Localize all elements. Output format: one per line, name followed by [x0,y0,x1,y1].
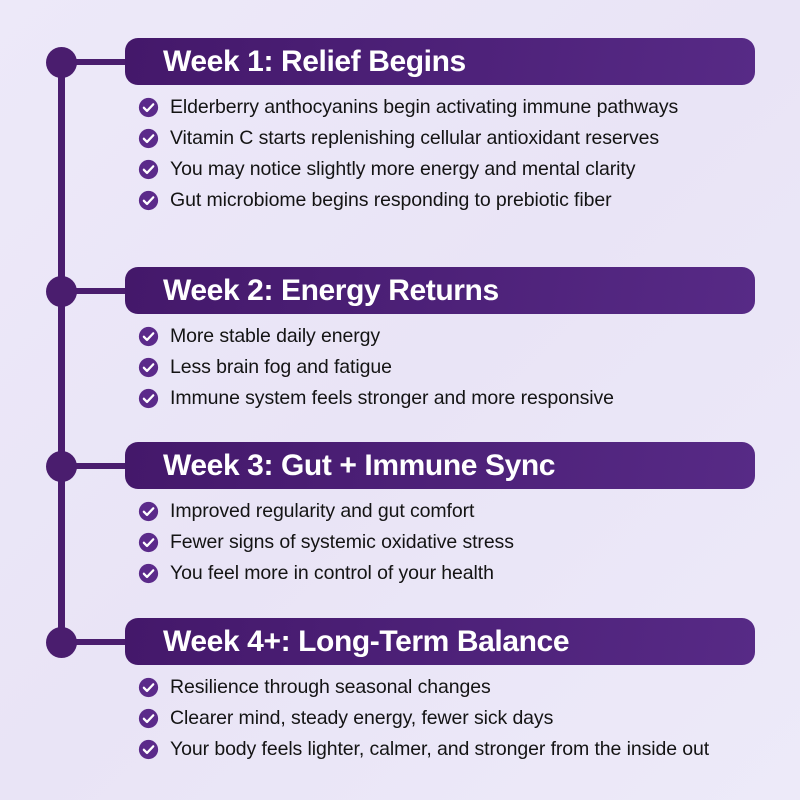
benefit-list-week-2: More stable daily energy Less brain fog … [138,323,800,416]
list-item-label: Gut microbiome begins responding to preb… [170,189,612,211]
section-title-week-1: Week 1: Relief Begins [163,44,466,78]
check-circle-icon [138,357,159,378]
list-item: You may notice slightly more energy and … [138,156,800,182]
list-item-label: Elderberry anthocyanins begin activating… [170,96,679,118]
timeline-connector [72,639,130,645]
list-item: Immune system feels stronger and more re… [138,385,800,411]
list-item-label: More stable daily energy [170,325,381,347]
section-header-bar-week-3: Week 3: Gut + Immune Sync [125,442,755,489]
list-item-label: Your body feels lighter, calmer, and str… [170,738,710,760]
check-circle-icon [138,563,159,584]
list-item: More stable daily energy [138,323,800,349]
section-title-week-4: Week 4+: Long-Term Balance [163,624,570,658]
list-item-label: Vitamin C starts replenishing cellular a… [170,127,660,149]
timeline-node-icon [46,276,77,307]
list-item: Improved regularity and gut comfort [138,498,800,524]
timeline-node-icon [46,47,77,78]
section-header-bar-week-4: Week 4+: Long-Term Balance [125,618,755,665]
list-item: You feel more in control of your health [138,560,800,586]
check-circle-icon [138,501,159,522]
timeline-connector [72,59,130,65]
list-item: Resilience through seasonal changes [138,674,800,700]
check-circle-icon [138,128,159,149]
check-circle-icon [138,190,159,211]
timeline-connector [72,288,130,294]
timeline-node-icon [46,627,77,658]
check-circle-icon [138,97,159,118]
check-circle-icon [138,159,159,180]
list-item: Fewer signs of systemic oxidative stress [138,529,800,555]
list-item: Gut microbiome begins responding to preb… [138,187,800,213]
check-circle-icon [138,532,159,553]
list-item-label: Immune system feels stronger and more re… [170,387,614,409]
list-item-label: You may notice slightly more energy and … [170,158,636,180]
timeline-node-icon [46,451,77,482]
list-item: Vitamin C starts replenishing cellular a… [138,125,800,151]
list-item-label: Less brain fog and fatigue [170,356,392,378]
check-circle-icon [138,677,159,698]
list-item-label: Improved regularity and gut comfort [170,500,475,522]
benefit-list-week-4: Resilience through seasonal changes Clea… [138,674,800,767]
section-header-bar-week-2: Week 2: Energy Returns [125,267,755,314]
list-item: Your body feels lighter, calmer, and str… [138,736,800,762]
list-item-label: You feel more in control of your health [170,562,494,584]
check-circle-icon [138,739,159,760]
list-item: Clearer mind, steady energy, fewer sick … [138,705,800,731]
timeline-connector [72,463,130,469]
benefit-list-week-3: Improved regularity and gut comfort Fewe… [138,498,800,591]
section-header-bar-week-1: Week 1: Relief Begins [125,38,755,85]
section-title-week-3: Week 3: Gut + Immune Sync [163,448,556,482]
list-item-label: Resilience through seasonal changes [170,676,491,698]
list-item: Elderberry anthocyanins begin activating… [138,94,800,120]
check-circle-icon [138,388,159,409]
list-item-label: Clearer mind, steady energy, fewer sick … [170,707,554,729]
list-item: Less brain fog and fatigue [138,354,800,380]
check-circle-icon [138,326,159,347]
list-item-label: Fewer signs of systemic oxidative stress [170,531,514,553]
benefit-list-week-1: Elderberry anthocyanins begin activating… [138,94,800,218]
timeline-rail [58,62,65,642]
section-title-week-2: Week 2: Energy Returns [163,273,499,307]
check-circle-icon [138,708,159,729]
